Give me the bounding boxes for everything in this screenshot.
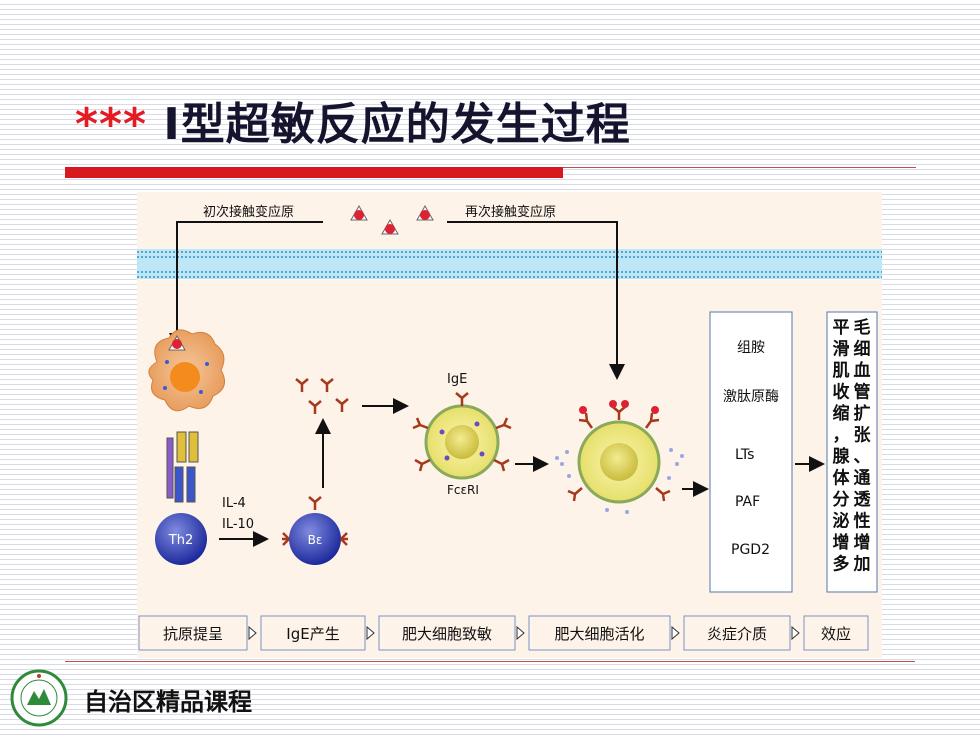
effects-char: 毛 xyxy=(854,317,871,338)
stage-label: 炎症介质 xyxy=(707,625,767,643)
stage-box xyxy=(138,615,248,651)
effects-char: 增 xyxy=(833,532,850,553)
stage-label: 肥大细胞活化 xyxy=(554,625,644,643)
stage-box xyxy=(260,615,366,651)
effects-char: ， xyxy=(833,426,850,446)
effects-char: 、 xyxy=(854,447,871,467)
mediator-histamine: 组胺 xyxy=(737,340,765,356)
mediator-lts: LTs xyxy=(735,447,754,463)
hypersensitivity-diagram: 初次接触变应原 再次接触变应原 Th2 IL-4 IL-10 Bε xyxy=(137,192,882,658)
ige-label: IgE xyxy=(447,372,467,387)
stage-arrow xyxy=(248,625,257,641)
footer-divider xyxy=(65,661,915,662)
mediator-paf: PAF xyxy=(735,494,760,510)
effects-box xyxy=(826,311,878,593)
allergen-icon xyxy=(350,204,434,235)
stage-label: 效应 xyxy=(821,625,851,643)
effects-char: 张 xyxy=(854,426,872,446)
effects-char: 扩 xyxy=(854,403,871,424)
effects-char: 加 xyxy=(853,555,871,575)
effects-char: 平 xyxy=(833,318,850,338)
effects-char: 增 xyxy=(854,532,871,553)
stage-box xyxy=(683,615,791,651)
effects-char: 收 xyxy=(833,382,850,403)
ige-antibody-icon xyxy=(295,378,349,414)
activated-mast-cell xyxy=(555,400,684,514)
mediators-box xyxy=(709,311,793,593)
effects-char: 分 xyxy=(833,490,850,510)
effects-char: 腺 xyxy=(833,446,851,467)
title-accent-bar xyxy=(65,167,563,178)
fc-receptor-label: FcεRⅠ xyxy=(447,483,479,497)
b-cell-label: Bε xyxy=(308,533,323,547)
stage-arrow xyxy=(516,625,525,641)
cytokine-il10-label: IL-10 xyxy=(222,517,254,532)
cytokine-il4-label: IL-4 xyxy=(222,496,246,511)
stage-arrow xyxy=(671,625,680,641)
stage-arrow xyxy=(791,625,800,641)
stage-bar: 抗原提呈 IgE产生 肥大细胞致敏 肥大细胞活化 炎症介质 效应 xyxy=(138,615,869,651)
page-title: *** Ⅰ型超敏反应的发生过程 xyxy=(75,88,631,152)
effects-char: 透 xyxy=(854,489,872,510)
mediator-pgd2: PGD2 xyxy=(731,542,770,558)
stage-box xyxy=(378,615,516,651)
stage-label: IgE产生 xyxy=(286,625,339,643)
effects-char: 多 xyxy=(833,554,850,575)
title-text: Ⅰ型超敏反应的发生过程 xyxy=(163,99,631,150)
university-logo xyxy=(10,669,68,727)
effects-char: 泌 xyxy=(833,511,850,532)
first-contact-arrow xyxy=(169,221,323,349)
effects-char: 通 xyxy=(854,469,871,489)
second-contact-arrow xyxy=(447,221,625,380)
effects-char: 细 xyxy=(854,339,871,360)
title-stars: *** xyxy=(75,99,148,150)
stage-arrow xyxy=(366,625,375,641)
stage-label: 抗原提呈 xyxy=(163,625,223,643)
antigen-presenting-cell xyxy=(148,329,226,503)
second-contact-label: 再次接触变应原 xyxy=(465,204,556,220)
title-divider xyxy=(563,167,916,168)
effects-char: 性 xyxy=(854,511,871,532)
effects-char: 体 xyxy=(833,468,851,489)
footer-course-label: 自治区精品课程 xyxy=(84,688,252,716)
effects-char: 缩 xyxy=(833,403,850,424)
cell-membrane-band xyxy=(137,249,882,279)
mediator-kininogenase: 激肽原酶 xyxy=(723,388,779,405)
th2-label: Th2 xyxy=(168,533,193,548)
th2-cell xyxy=(155,513,207,565)
stage-box xyxy=(803,615,869,651)
b-cell xyxy=(282,496,348,565)
effects-char: 肌 xyxy=(833,361,850,381)
stage-label: 肥大细胞致敏 xyxy=(402,625,492,643)
effects-char: 滑 xyxy=(833,340,850,360)
effects-char: 血 xyxy=(854,360,871,381)
sensitized-mast-cell xyxy=(412,392,512,480)
stage-box xyxy=(528,615,671,651)
effects-char: 管 xyxy=(854,382,871,403)
first-contact-label: 初次接触变应原 xyxy=(203,204,294,220)
